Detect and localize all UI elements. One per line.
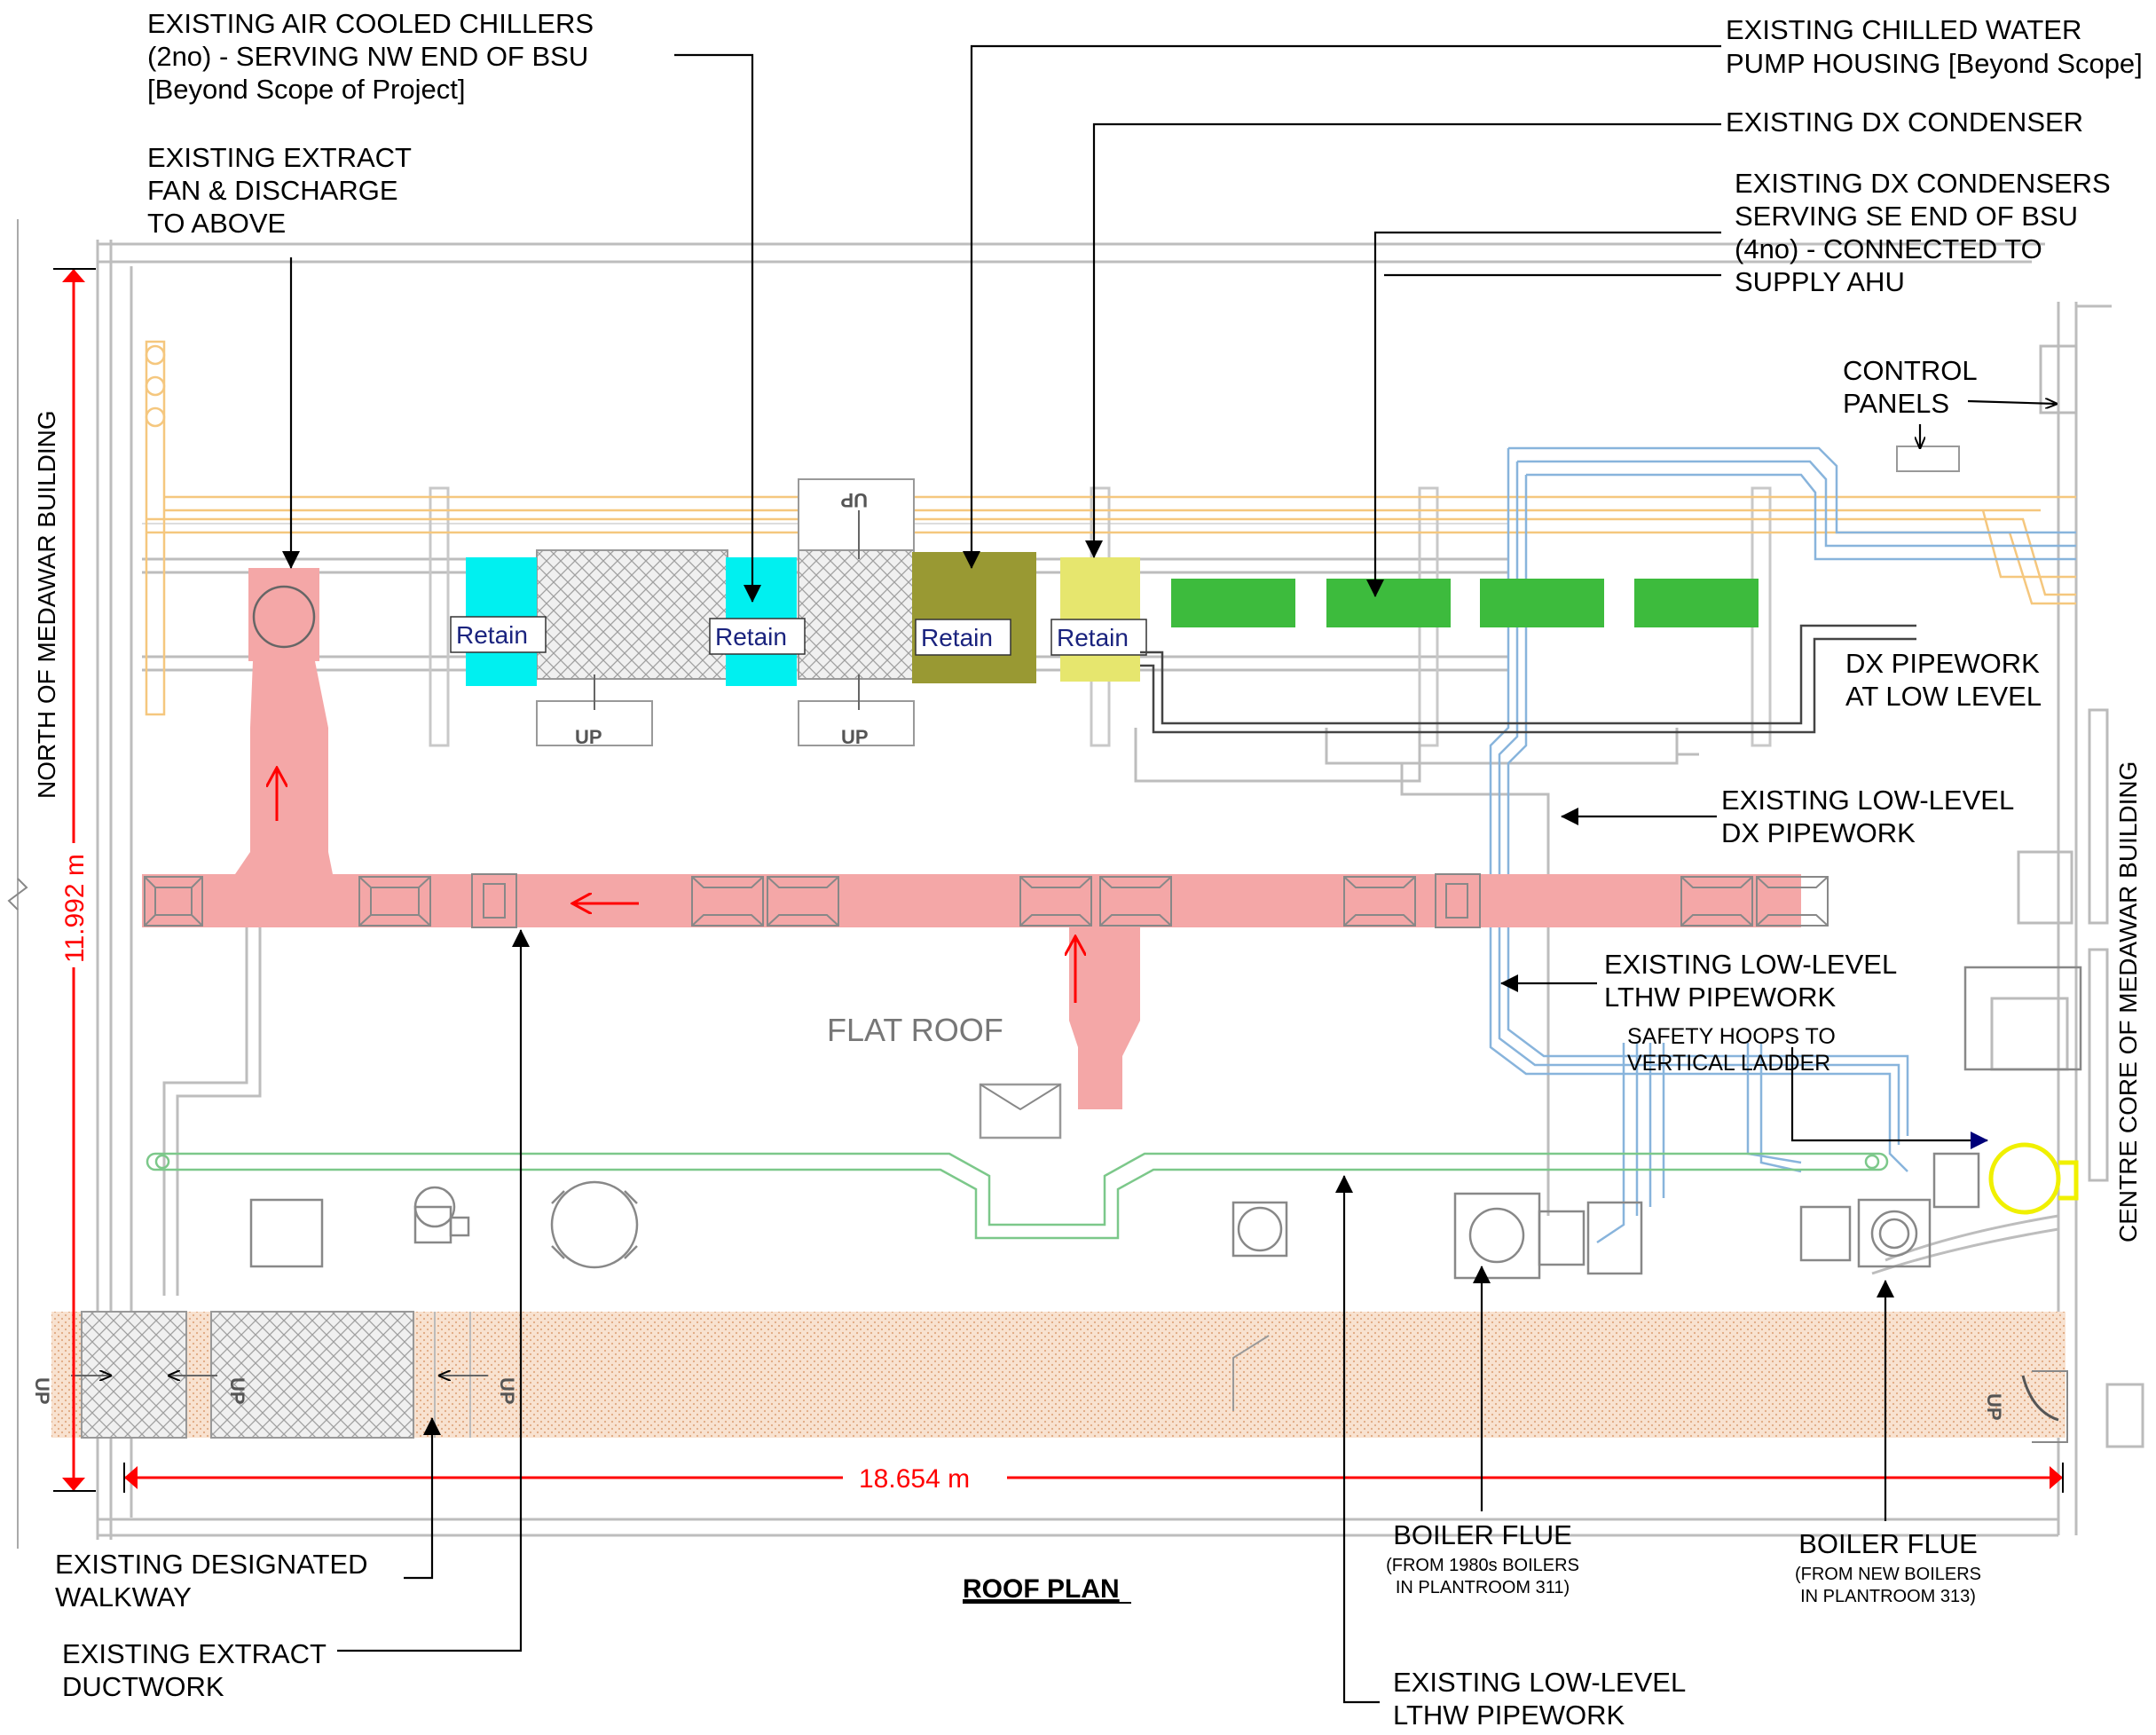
roof-items	[249, 966, 2082, 1280]
flue2-line-1: BOILER FLUE	[1798, 1528, 1978, 1559]
walkway-line-1: EXISTING DESIGNATED	[55, 1549, 368, 1580]
north-side-label: NORTH OF MEDAWAR BUILDING	[33, 410, 60, 799]
dx-condensers-line-1: EXISTING DX CONDENSERS	[1735, 168, 2111, 199]
roof-plan-title: ROOF PLAN	[963, 1574, 1120, 1604]
flue2-line-3: IN PLANTROOM 313)	[1800, 1587, 1976, 1606]
retain-tag-4-box	[1050, 619, 1147, 656]
orange-pipework	[145, 340, 2076, 716]
dx-pipework-line-2: AT LOW LEVEL	[1845, 681, 2042, 712]
dimension-vertical-label: 11.992 m	[60, 854, 90, 963]
extract-ductwork	[142, 568, 1829, 1140]
flue1-line-1: BOILER FLUE	[1393, 1519, 1572, 1550]
dx-condensers-line-4: SUPPLY AHU	[1735, 266, 1905, 297]
chillers-line-3: [Beyond Scope of Project]	[147, 74, 465, 105]
flue2-line-2: (FROM NEW BOILERS	[1795, 1565, 1981, 1584]
retain-tag-2-box	[709, 618, 806, 655]
callout-dx-condensers: EXISTING DX CONDENSERS SERVING SE END OF…	[1735, 168, 2111, 297]
callout-chillers: EXISTING AIR COOLED CHILLERS (2no) - SER…	[147, 8, 594, 105]
callout-control-panels: CONTROL PANELS	[1843, 355, 1978, 419]
extract-duct-line-1: EXISTING EXTRACT	[62, 1638, 327, 1669]
walkway-line-2: WALKWAY	[55, 1581, 192, 1613]
chillers-line-1: EXISTING AIR COOLED CHILLERS	[147, 8, 594, 39]
dimensions: 11.992 m 18.654 m	[53, 268, 2064, 1495]
dx-condenser-2	[1326, 579, 1451, 627]
up-label-c: UP	[840, 489, 868, 511]
low-lthw-line-1: EXISTING LOW-LEVEL	[1604, 949, 1897, 980]
dx-condensers-line-2: SERVING SE END OF BSU	[1735, 201, 2078, 232]
callout-leaders	[282, 44, 2057, 1704]
safety-hoops-line-1: SAFETY HOOPS TO	[1627, 1024, 1836, 1049]
lthw-pipework-green	[146, 1152, 1889, 1240]
flat-roof-label: FLAT ROOF	[827, 1012, 1003, 1048]
dx-pipework-line-1: DX PIPEWORK	[1845, 648, 2040, 679]
extract-duct-line-2: DUCTWORK	[62, 1671, 224, 1702]
low-lthw-line-2: LTHW PIPEWORK	[1604, 982, 1837, 1013]
flue1-line-2: (FROM 1980s BOILERS	[1386, 1556, 1579, 1575]
dx-condensers-line-3: (4no) - CONNECTED TO	[1735, 233, 2042, 264]
callout-flue-1: BOILER FLUE (FROM 1980s BOILERS IN PLANT…	[1386, 1519, 1579, 1597]
retain-tag-1: Retain	[456, 621, 528, 649]
dx-condenser-4	[1634, 579, 1759, 627]
dx-condenser-1	[1171, 579, 1295, 627]
walkway-up-label-2: UP	[226, 1377, 248, 1405]
lthw-bottom-line-2: LTHW PIPEWORK	[1393, 1700, 1625, 1731]
callout-dx-condenser: EXISTING DX CONDENSER	[1726, 106, 2083, 138]
extract-fan-line-2: FAN & DISCHARGE	[147, 175, 398, 206]
low-dx-line-2: DX PIPEWORK	[1721, 817, 1916, 848]
extract-fan-line-1: EXISTING EXTRACT	[147, 142, 412, 173]
up-label-a: UP	[575, 726, 602, 748]
walkway-up-label-4: UP	[1983, 1393, 2005, 1421]
safety-hoops-line-2: VERTICAL LADDER	[1627, 1051, 1830, 1076]
equipment: Retain Retain Retain Retain	[450, 552, 1759, 686]
callout-flue-2: BOILER FLUE (FROM NEW BOILERS IN PLANTRO…	[1795, 1528, 1981, 1606]
callout-lthw-bottom: EXISTING LOW-LEVEL LTHW PIPEWORK	[1393, 1667, 1686, 1731]
retain-tag-2: Retain	[715, 623, 787, 651]
chw-pump-line-2: PUMP HOUSING [Beyond Scope]	[1726, 48, 2143, 79]
centre-core-label: CENTRE CORE OF MEDAWAR BUILDING	[2114, 761, 2142, 1242]
retain-tag-4: Retain	[1057, 624, 1129, 651]
plant-areas: UP UP UP	[536, 478, 915, 748]
callout-extract-duct: EXISTING EXTRACT DUCTWORK	[62, 1638, 327, 1702]
designated-walkway: UP UP UP UP	[31, 1311, 2068, 1443]
up-label-b: UP	[841, 726, 869, 748]
chw-pump-line-1: EXISTING CHILLED WATER	[1726, 14, 2081, 45]
callout-dx-pipework: DX PIPEWORK AT LOW LEVEL	[1845, 648, 2042, 712]
callout-safety-hoops: SAFETY HOOPS TO VERTICAL LADDER	[1627, 1024, 1836, 1076]
callout-low-dx: EXISTING LOW-LEVEL DX PIPEWORK	[1721, 785, 2014, 848]
lthw-bottom-line-1: EXISTING LOW-LEVEL	[1393, 1667, 1686, 1698]
dimension-horizontal-label: 18.654 m	[859, 1464, 970, 1494]
callout-low-lthw: EXISTING LOW-LEVEL LTHW PIPEWORK	[1604, 949, 1897, 1013]
callout-walkway: EXISTING DESIGNATED WALKWAY	[55, 1549, 368, 1613]
dx-condenser-line-1: EXISTING DX CONDENSER	[1726, 106, 2083, 138]
walkway-up-label-3: UP	[496, 1377, 518, 1405]
low-dx-line-1: EXISTING LOW-LEVEL	[1721, 785, 2014, 816]
callout-chw-pump: EXISTING CHILLED WATER PUMP HOUSING [Bey…	[1726, 14, 2143, 79]
dx-condenser-3	[1480, 579, 1604, 627]
chw-pump-housing	[912, 552, 1036, 683]
retain-tag-1-box	[450, 616, 547, 653]
flue1-line-3: IN PLANTROOM 311)	[1396, 1578, 1570, 1597]
safety-hoops	[1988, 1142, 2079, 1215]
extract-fan-line-3: TO ABOVE	[147, 208, 286, 239]
control-panels-line-2: PANELS	[1843, 388, 1949, 419]
control-panels-line-1: CONTROL	[1843, 355, 1978, 386]
dx-pipework	[1140, 624, 1916, 734]
retain-tag-3: Retain	[921, 624, 993, 651]
retain-tag-3-box	[915, 619, 1011, 656]
callout-extract-fan: EXISTING EXTRACT FAN & DISCHARGE TO ABOV…	[147, 142, 412, 239]
chillers-line-2: (2no) - SERVING NW END OF BSU	[147, 41, 588, 72]
walkway-up-label-1: UP	[31, 1377, 53, 1405]
